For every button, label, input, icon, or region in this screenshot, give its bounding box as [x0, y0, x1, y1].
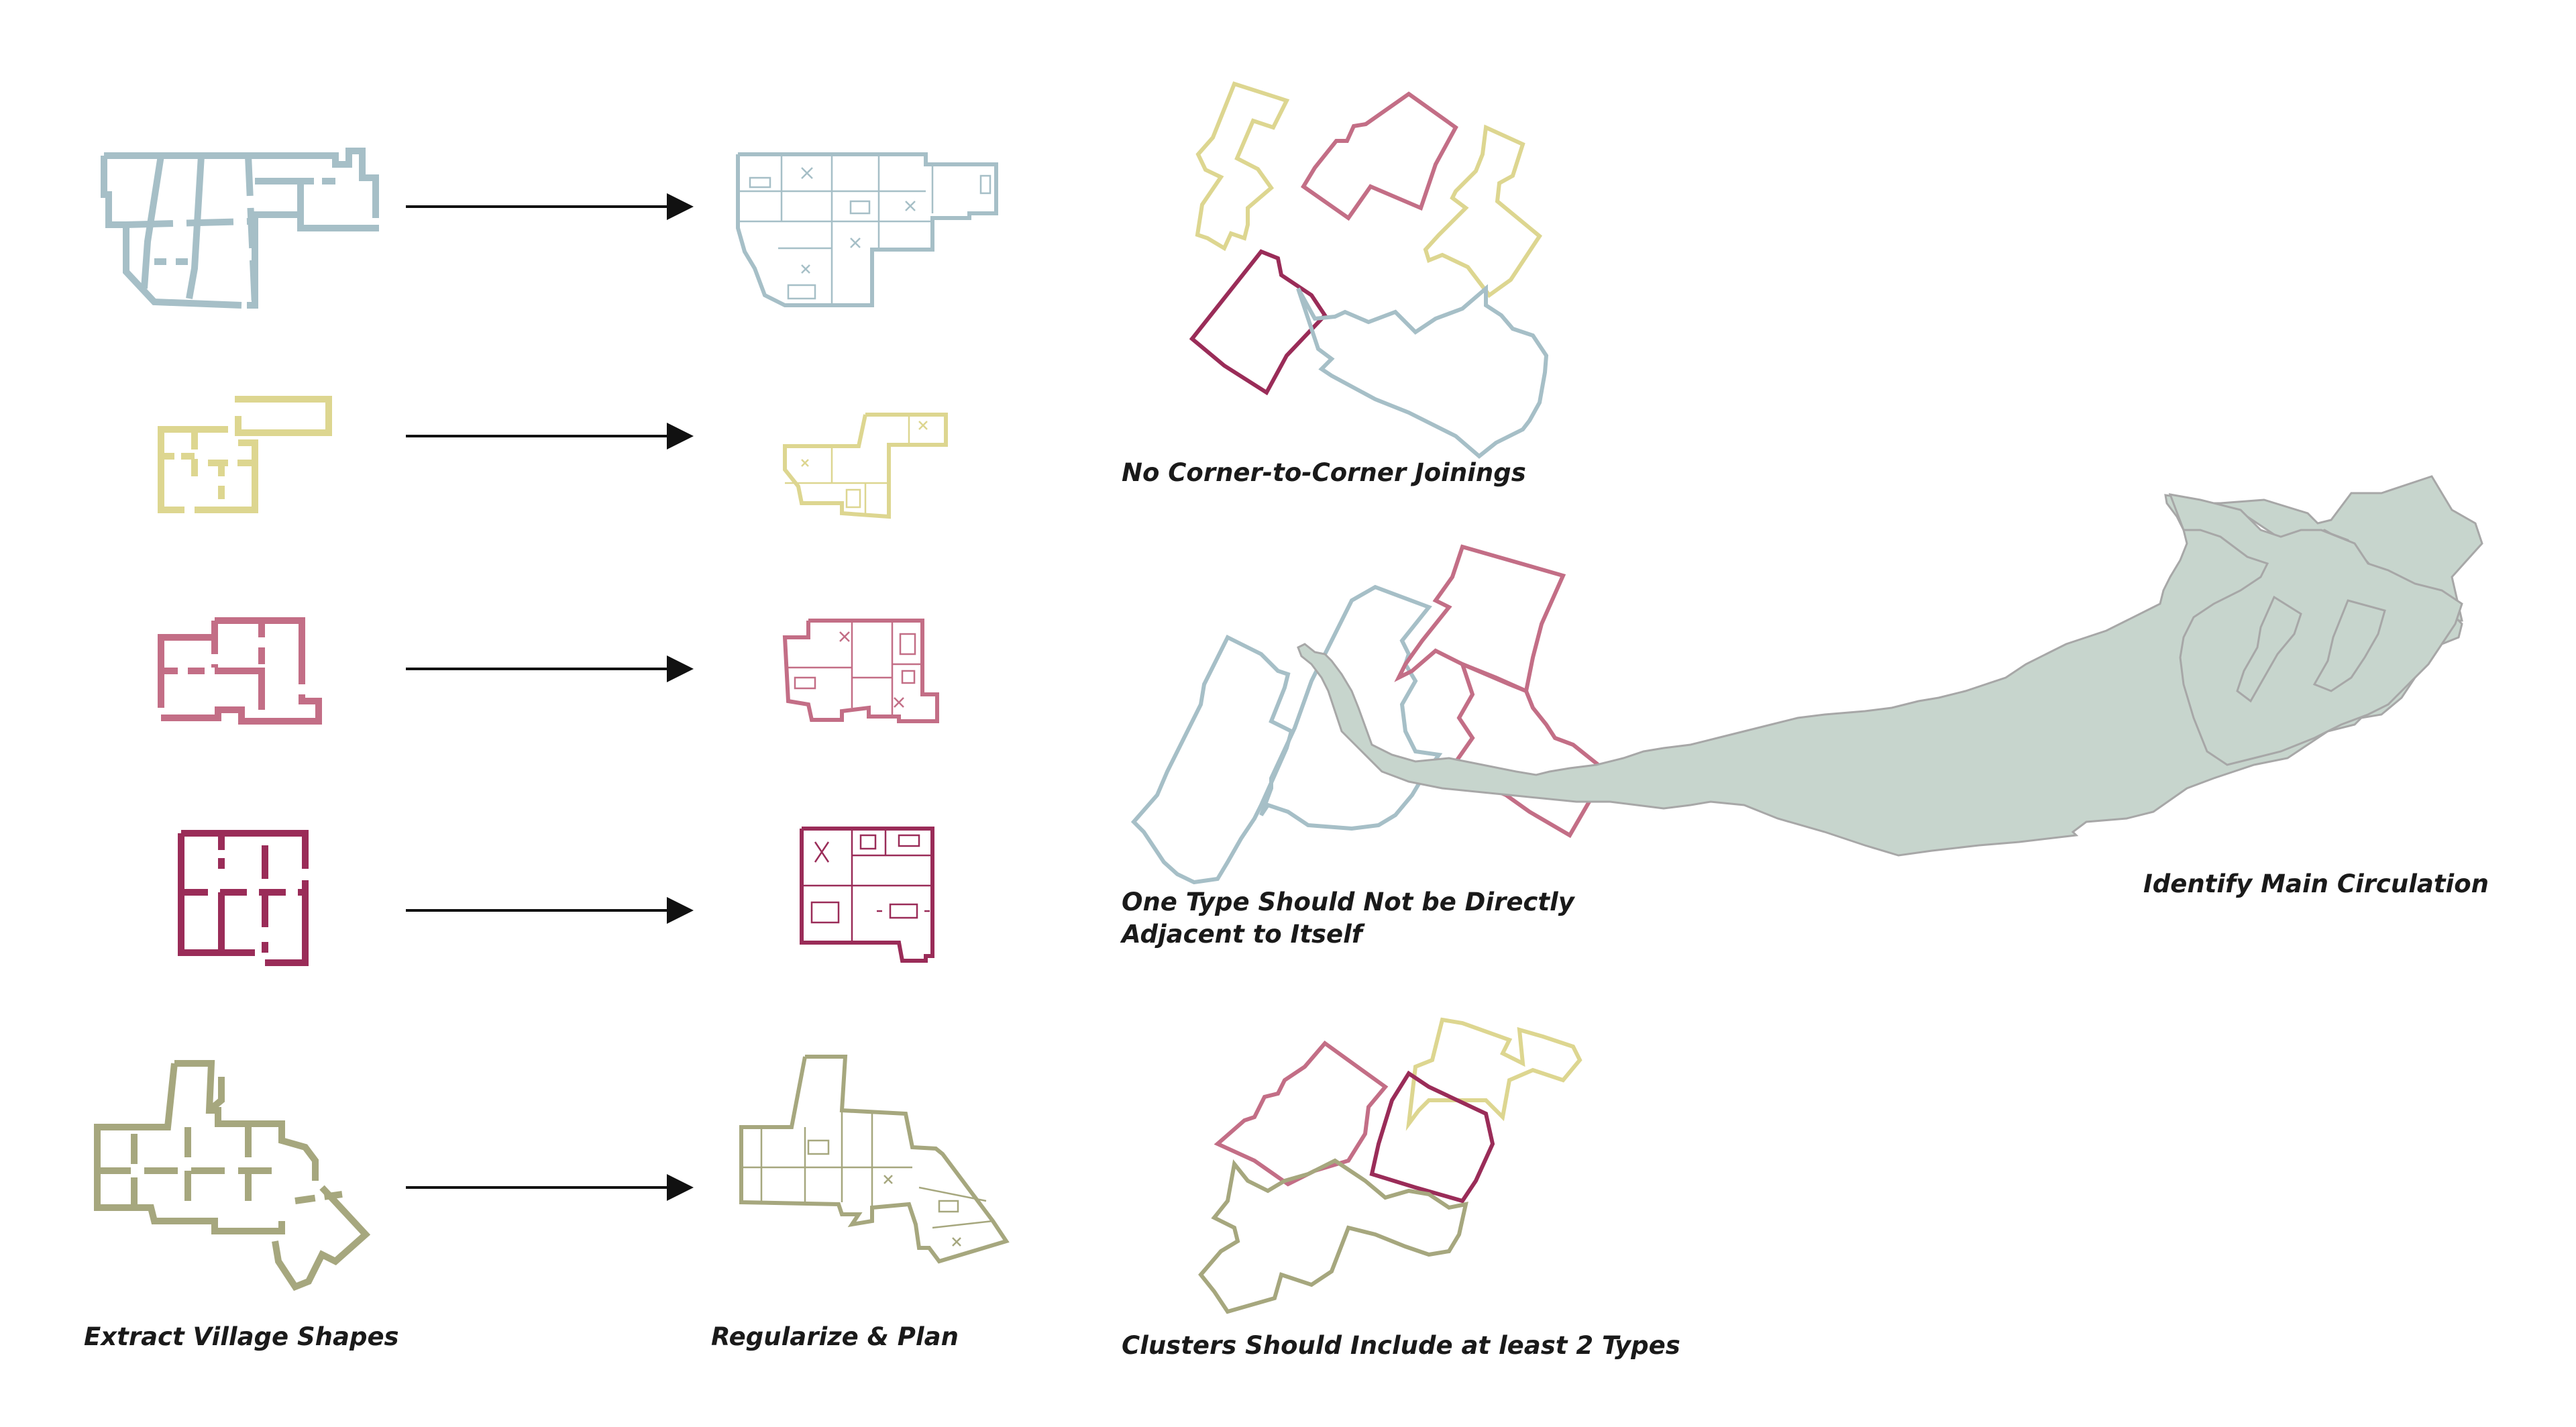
caption-cluster: Clusters Should Include at least 2 Types: [1122, 1331, 1680, 1360]
rule-cluster-diagram: [1198, 1017, 1582, 1314]
plan-olive: [739, 1055, 1010, 1264]
extracted-shape-crimson: [178, 830, 309, 966]
caption-circulation: Identify Main Circulation: [2143, 869, 2489, 898]
caption-adjacent-line2: Adjacent to Itself: [1120, 920, 1365, 949]
caption-adjacent-line1: One Type Should Not be Directly: [1122, 888, 1576, 916]
circulation-plaza: [2168, 493, 2463, 766]
caption-regularize: Regularize & Plan: [711, 1322, 959, 1351]
plan-blue: [736, 152, 998, 307]
extracted-shape-olive: [94, 1060, 371, 1291]
transform-arrows: [406, 193, 694, 1201]
rule-adjacent-diagram: [1130, 544, 1609, 885]
caption-extract: Extract Village Shapes: [84, 1322, 399, 1351]
extracted-shape-yellow: [158, 396, 332, 513]
caption-no-corner: No Corner-to-Corner Joinings: [1122, 458, 1526, 487]
plan-yellow: [783, 413, 948, 519]
rule-corner-diagram: [1189, 81, 1549, 459]
extracted-shape-rose: [158, 617, 322, 725]
plan-rose: [782, 619, 939, 723]
plan-crimson: [800, 827, 934, 963]
extracted-shape-blue: [101, 148, 379, 309]
circulation-diagram: [1297, 475, 2483, 857]
